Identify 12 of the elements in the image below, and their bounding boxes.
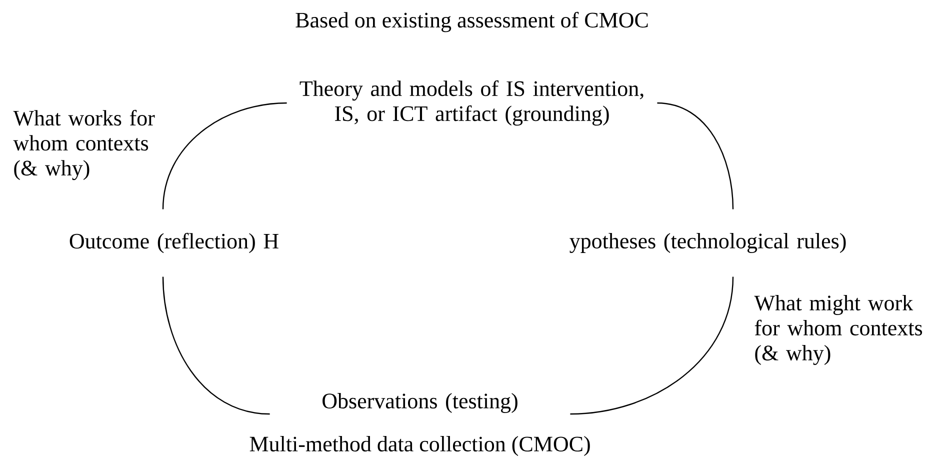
arc-connector	[570, 276, 734, 415]
stage-label: ypotheses (technological rules)	[570, 233, 846, 253]
arc-connector	[657, 102, 734, 210]
stage-label: Observations (testing)	[322, 393, 518, 413]
edge-label: What might work for whom contexts (& why)	[754, 295, 922, 365]
stage-note: Based on existing assessment of CMOC	[296, 12, 648, 32]
arc-connector	[162, 102, 287, 210]
stage-label: Theory and models of IS intervention, IS, or ICT artifact (grounding)	[300, 80, 644, 126]
stage-note: Multi-method data collection (CMOC)	[250, 436, 590, 456]
arc-connector	[162, 276, 270, 415]
stage-label: Outcome (reflection) H	[70, 232, 278, 254]
edge-label: What works for whom contexts (& why)	[13, 110, 155, 180]
